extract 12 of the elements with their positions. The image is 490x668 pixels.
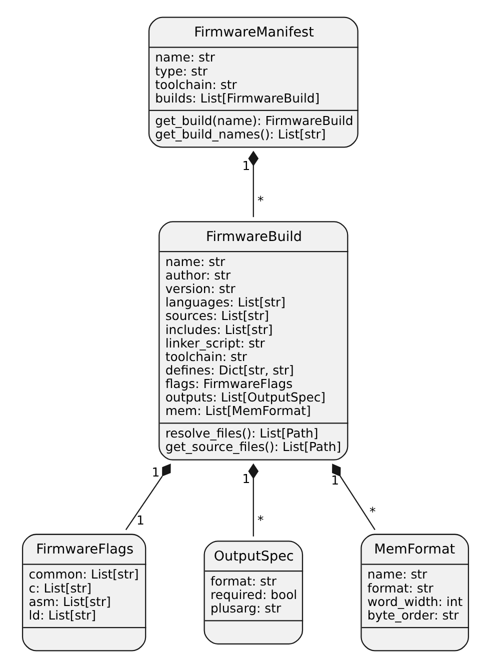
- label: 1: [242, 158, 250, 174]
- label: 1: [330, 472, 338, 488]
- connector: [248, 150, 258, 218]
- label: *: [369, 504, 376, 520]
- label: 1: [151, 464, 160, 480]
- label: *: [256, 192, 264, 208]
- label: 1: [242, 470, 250, 486]
- connector: [248, 463, 258, 536]
- connector: [124, 464, 170, 530]
- label: *: [256, 512, 264, 528]
- label: 1: [136, 512, 144, 528]
- connector: [332, 464, 375, 530]
